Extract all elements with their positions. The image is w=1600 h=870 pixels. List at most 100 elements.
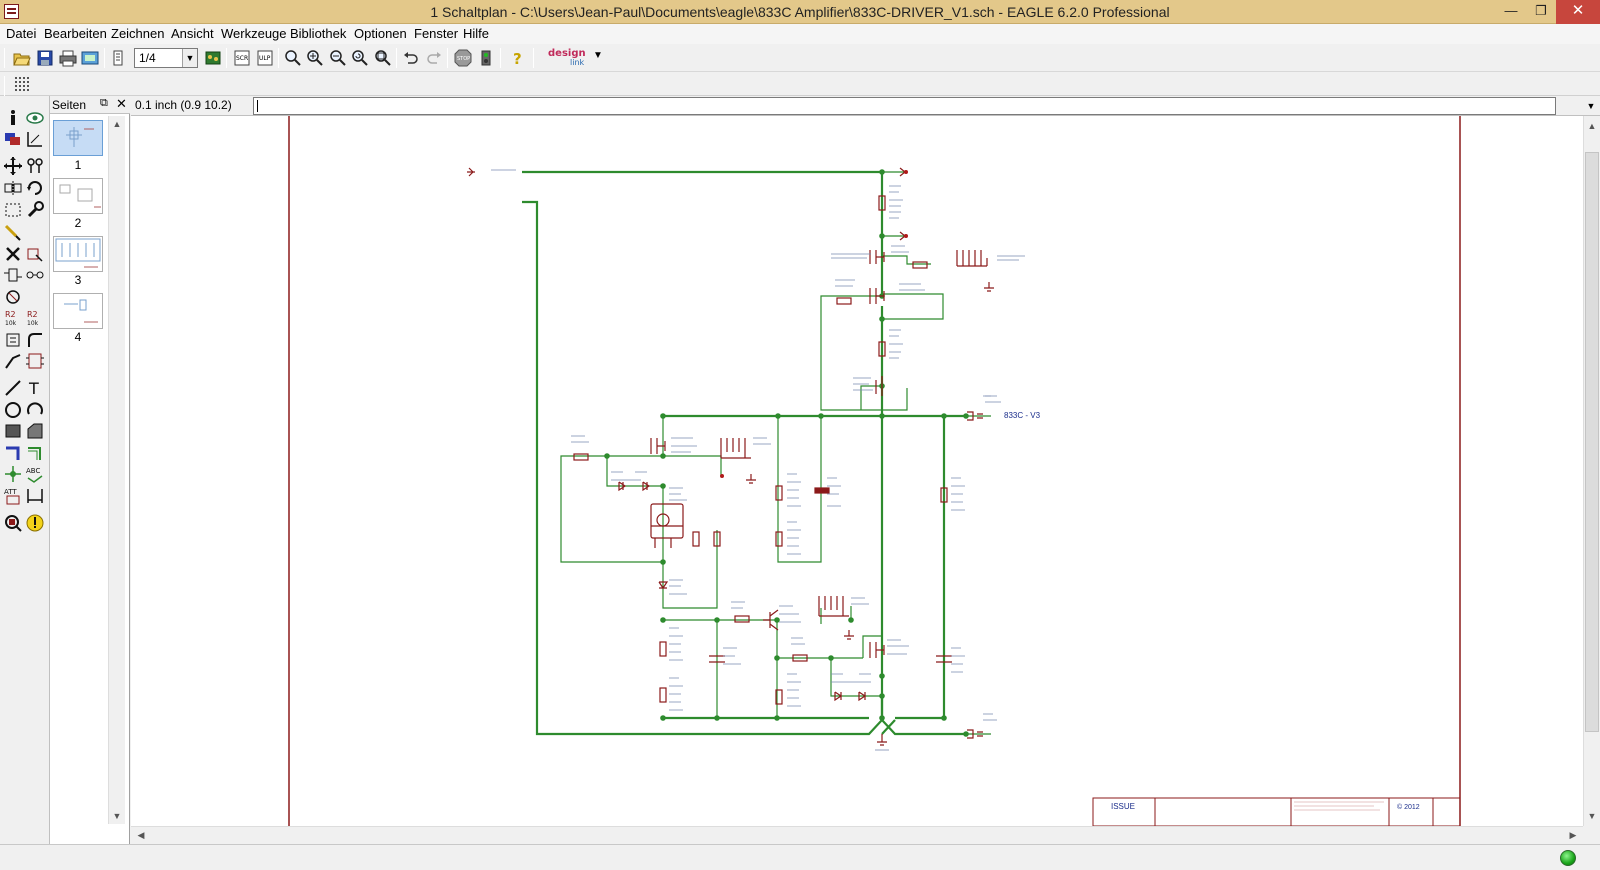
- redo-icon[interactable]: [425, 49, 443, 67]
- dimension-icon[interactable]: [25, 486, 45, 506]
- show-icon[interactable]: [25, 108, 45, 128]
- scroll-up-icon[interactable]: ▲: [112, 119, 122, 129]
- zoom-redraw-icon[interactable]: [351, 49, 369, 67]
- schematic-canvas[interactable]: ISSUE © 2012: [131, 116, 1583, 826]
- sheet-thumbnail[interactable]: [53, 236, 103, 272]
- title-block-issue: ISSUE: [1111, 802, 1135, 811]
- bus-icon[interactable]: [3, 443, 23, 463]
- polygon-icon[interactable]: [25, 421, 45, 441]
- close-button[interactable]: ✕: [1556, 0, 1600, 24]
- canvas-horizontal-scrollbar[interactable]: ◀ ▶: [131, 826, 1583, 844]
- minimize-button[interactable]: —: [1504, 3, 1518, 18]
- sheet-dropdown[interactable]: 1/4 ▼: [134, 48, 198, 68]
- menu-fenster[interactable]: Fenster: [414, 26, 459, 41]
- command-history-dropdown-icon[interactable]: ▼: [1586, 101, 1596, 111]
- arc-icon[interactable]: [25, 400, 45, 420]
- scroll-right-icon[interactable]: ▶: [1569, 830, 1577, 840]
- change-icon[interactable]: [25, 200, 45, 220]
- menu-datei[interactable]: Datei: [6, 26, 37, 41]
- replace-icon[interactable]: [3, 287, 23, 307]
- scroll-up-icon[interactable]: ▲: [1587, 121, 1597, 131]
- undock-icon[interactable]: ⧉: [100, 97, 108, 109]
- copy-icon[interactable]: [25, 156, 45, 176]
- canvas-vertical-scrollbar[interactable]: ▲ ▼: [1583, 116, 1600, 826]
- designlink-dropdown-icon[interactable]: ▼: [593, 50, 603, 61]
- rotate-icon[interactable]: [25, 178, 45, 198]
- ulp-icon[interactable]: ULP: [256, 49, 274, 67]
- scroll-down-icon[interactable]: ▼: [1587, 811, 1597, 821]
- miter-icon[interactable]: [25, 330, 45, 350]
- menu-bearbeiten[interactable]: Bearbeiten: [44, 26, 107, 41]
- info-icon[interactable]: [3, 108, 23, 128]
- invoke-icon[interactable]: [25, 351, 45, 371]
- smash-icon[interactable]: [3, 330, 23, 350]
- sheet-number[interactable]: 4: [74, 330, 82, 344]
- menu-optionen[interactable]: Optionen: [354, 26, 407, 41]
- sheets-panel-title: Seiten: [52, 98, 87, 112]
- vertical-scroll-thumb[interactable]: [1585, 152, 1599, 732]
- sheet-thumbnail[interactable]: [53, 120, 103, 156]
- board-icon[interactable]: [204, 49, 222, 67]
- sheet-thumbnail[interactable]: [53, 178, 103, 214]
- pinswap-icon[interactable]: [3, 265, 23, 285]
- print-icon[interactable]: [59, 49, 77, 67]
- sheet-number[interactable]: 3: [74, 273, 82, 287]
- save-icon[interactable]: [36, 49, 54, 67]
- sheets-scrollbar[interactable]: ▲ ▼: [108, 116, 125, 824]
- add-icon[interactable]: [25, 244, 45, 264]
- junction-icon[interactable]: [3, 464, 23, 484]
- help-icon[interactable]: ?: [509, 49, 527, 68]
- sheet-icon[interactable]: [110, 49, 128, 67]
- paste-icon[interactable]: [3, 222, 23, 242]
- move-icon[interactable]: [3, 156, 23, 176]
- stop-icon[interactable]: STOP: [454, 49, 472, 67]
- close-panel-icon[interactable]: ✕: [116, 96, 127, 111]
- maximize-button[interactable]: ❐: [1535, 3, 1547, 18]
- mirror-icon[interactable]: [3, 178, 23, 198]
- erc-icon[interactable]: [3, 513, 23, 533]
- title-block: [1092, 797, 1461, 826]
- menu-zeichnen[interactable]: Zeichnen: [111, 26, 165, 41]
- undo-icon[interactable]: [402, 49, 420, 67]
- open-icon[interactable]: [13, 49, 31, 67]
- sheet-thumbnail[interactable]: [53, 293, 103, 329]
- zoom-out-icon[interactable]: [329, 49, 347, 67]
- gateswap-icon[interactable]: [25, 265, 45, 285]
- go-icon[interactable]: [477, 49, 495, 67]
- group-icon[interactable]: [3, 200, 23, 220]
- errors-icon[interactable]: [25, 513, 45, 533]
- menu-werkzeuge[interactable]: Werkzeuge: [221, 26, 287, 41]
- display-layers-icon[interactable]: [3, 129, 23, 149]
- menu-bibliothek[interactable]: Bibliothek: [290, 26, 347, 41]
- wire-icon[interactable]: [3, 378, 23, 398]
- circle-icon[interactable]: [3, 400, 23, 420]
- chevron-down-icon[interactable]: ▼: [182, 49, 197, 67]
- command-input[interactable]: [253, 97, 1556, 115]
- designlink-button[interactable]: design link: [546, 47, 596, 69]
- title-block-dividers: [1154, 797, 1434, 826]
- text-icon[interactable]: T: [25, 378, 45, 398]
- split-icon[interactable]: [3, 351, 23, 371]
- menu-hilfe[interactable]: Hilfe: [463, 26, 490, 41]
- eagle-app-icon[interactable]: [4, 4, 19, 19]
- delete-icon[interactable]: [3, 244, 23, 264]
- sheet-number[interactable]: 1: [74, 158, 82, 172]
- menu-ansicht[interactable]: Ansicht: [171, 26, 214, 41]
- net-icon[interactable]: [25, 443, 45, 463]
- zoom-select-icon[interactable]: [374, 49, 392, 67]
- grid-icon[interactable]: [13, 75, 31, 93]
- scroll-down-icon[interactable]: ▼: [112, 811, 122, 821]
- zoom-fit-icon[interactable]: [284, 49, 302, 67]
- attribute-icon[interactable]: ATT: [3, 486, 23, 506]
- scroll-left-icon[interactable]: ◀: [137, 830, 145, 840]
- mark-icon[interactable]: [25, 129, 45, 149]
- sheet-number[interactable]: 2: [74, 216, 82, 230]
- toolbar-separator: [500, 48, 501, 68]
- zoom-in-icon[interactable]: [306, 49, 324, 67]
- rect-icon[interactable]: [3, 421, 23, 441]
- script-icon[interactable]: SCR: [233, 49, 251, 67]
- cam-icon[interactable]: [81, 49, 99, 67]
- label-icon[interactable]: ABC: [25, 464, 45, 484]
